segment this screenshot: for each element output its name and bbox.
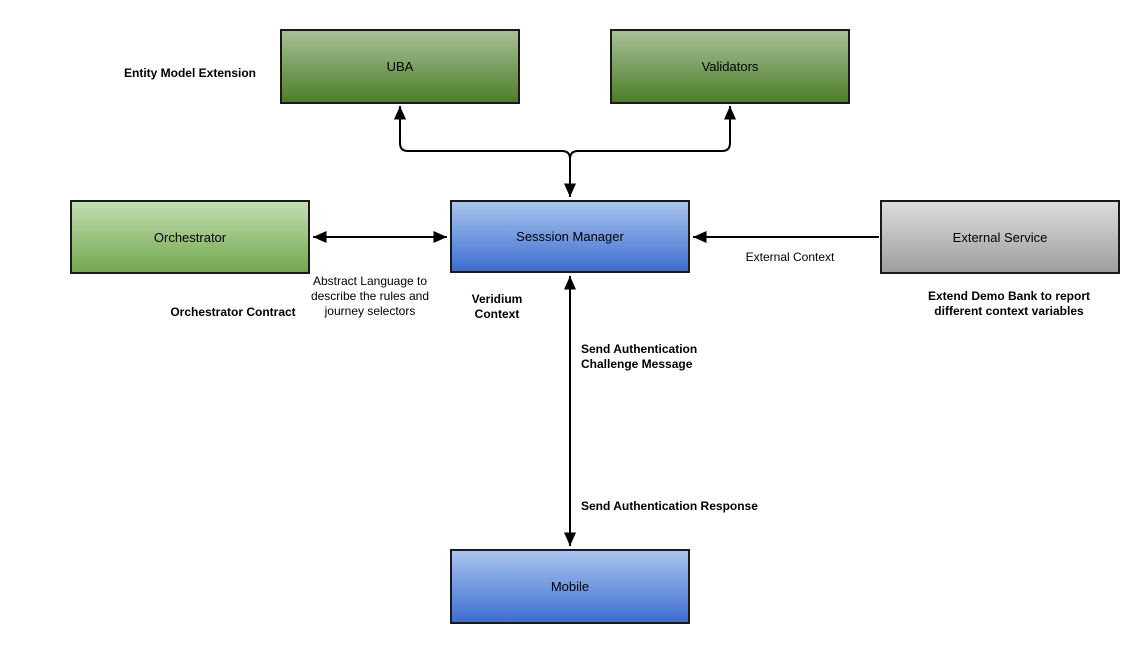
label-send-auth-challenge: Send Authentication Challenge Message [581, 342, 698, 371]
node-session-manager-label: Sesssion Manager [516, 229, 624, 244]
node-mobile-label: Mobile [550, 579, 590, 594]
node-orchestrator: Orchestrator [70, 200, 310, 274]
connector-sessionmanager-validators [569, 106, 736, 160]
label-entity-model-extension: Entity Model Extension [123, 66, 256, 80]
node-uba-label: UBA [386, 59, 414, 74]
node-mobile: Mobile [450, 549, 690, 624]
node-external-service: External Service [880, 200, 1120, 274]
node-orchestrator-label: Orchestrator [153, 229, 227, 245]
label-abstract-language: Abstract Language to describe the rules … [310, 274, 430, 318]
label-send-auth-response: Send Authentication Response [581, 499, 758, 513]
node-external-service-label: External Service [952, 229, 1048, 245]
node-uba: UBA [280, 29, 520, 104]
connector-sessionmanager-uba [394, 106, 576, 197]
label-veridium-context: Veridium Context [471, 292, 523, 321]
label-orchestrator-contract: Orchestrator Contract [170, 305, 296, 319]
label-external-context: External Context [745, 250, 835, 264]
node-session-manager: Sesssion Manager [450, 200, 690, 273]
node-validators-label: Validators [701, 59, 759, 74]
node-validators: Validators [610, 29, 850, 104]
label-extend-demo-bank: Extend Demo Bank to report different con… [927, 289, 1091, 318]
